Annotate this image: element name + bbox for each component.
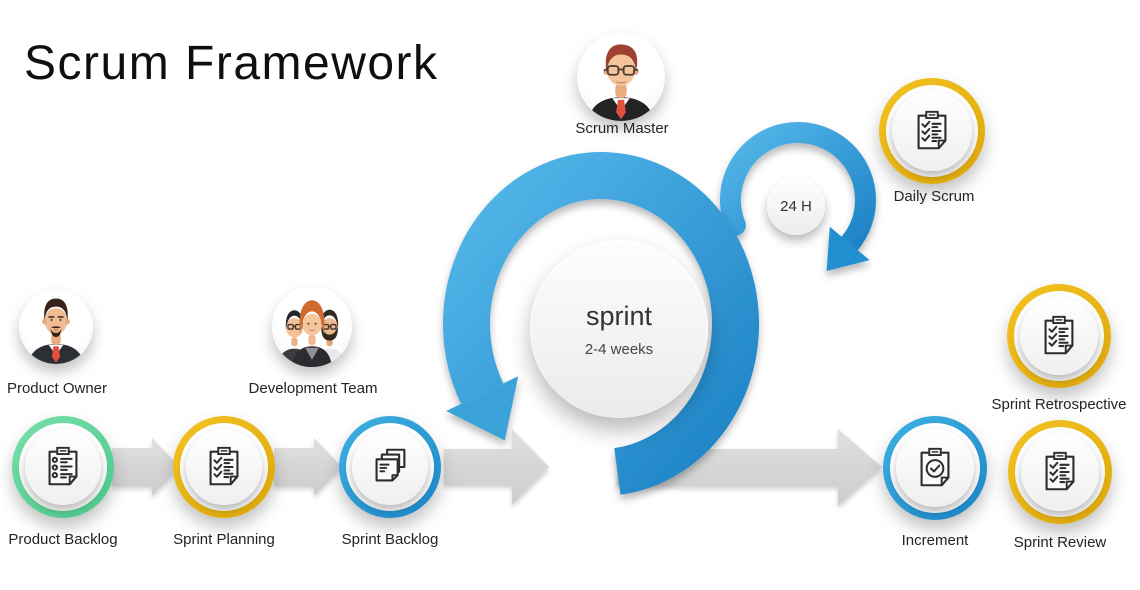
notes-stack-icon (367, 444, 413, 490)
product-owner-avatar (19, 290, 93, 364)
sprint-retrospective-circle (1007, 284, 1111, 388)
sprint-duration-label: 2-4 weeks (584, 340, 654, 358)
sprint-backlog-label: Sprint Backlog (341, 531, 439, 548)
sprint-planning-circle (173, 416, 275, 518)
flow-arrow (274, 438, 342, 496)
daily-loop-circle: 24 H (767, 177, 825, 235)
daily-loop-label: 24 H (780, 197, 812, 215)
sprint-review-label: Sprint Review (1013, 534, 1107, 551)
person-goatee-icon (28, 298, 84, 364)
scrum-master-label: Scrum Master (575, 120, 669, 137)
sprint-label: sprint (585, 300, 653, 331)
sprint-backlog-circle (339, 416, 441, 518)
person-glasses-icon (588, 44, 654, 121)
clipboard-done-icon (912, 445, 958, 491)
flow-arrow (112, 438, 180, 496)
flow-arrow (617, 429, 882, 506)
sprint-cycle-arrow (443, 152, 759, 495)
clipboard-check-icon (1036, 313, 1082, 359)
product-backlog-label: Product Backlog (8, 531, 118, 548)
daily-scrum-label: Daily Scrum (893, 188, 975, 205)
product-owner-label: Product Owner (6, 380, 108, 397)
people-group-icon (276, 300, 347, 367)
clipboard-list-icon (40, 444, 86, 490)
development-team-label: Development Team (248, 380, 378, 397)
sprint-retrospective-label: Sprint Retrospective (991, 396, 1127, 413)
increment-circle (883, 416, 987, 520)
flow-arrows (112, 429, 882, 506)
product-backlog-circle (12, 416, 114, 518)
scrum-master-avatar (577, 33, 665, 121)
sprint-review-circle (1008, 420, 1112, 524)
clipboard-check-icon (909, 108, 955, 154)
flow-arrow (444, 429, 549, 505)
daily-scrum-circle (879, 78, 985, 184)
sprint-circle: sprint 2-4 weeks (530, 240, 708, 418)
increment-label: Increment (901, 532, 969, 549)
sprint-planning-label: Sprint Planning (173, 531, 275, 548)
daily-loop-arrow (720, 122, 876, 271)
development-team-avatar (272, 287, 352, 367)
clipboard-check-icon (201, 444, 247, 490)
clipboard-check-icon (1037, 449, 1083, 495)
page-title: Scrum Framework (24, 37, 439, 90)
